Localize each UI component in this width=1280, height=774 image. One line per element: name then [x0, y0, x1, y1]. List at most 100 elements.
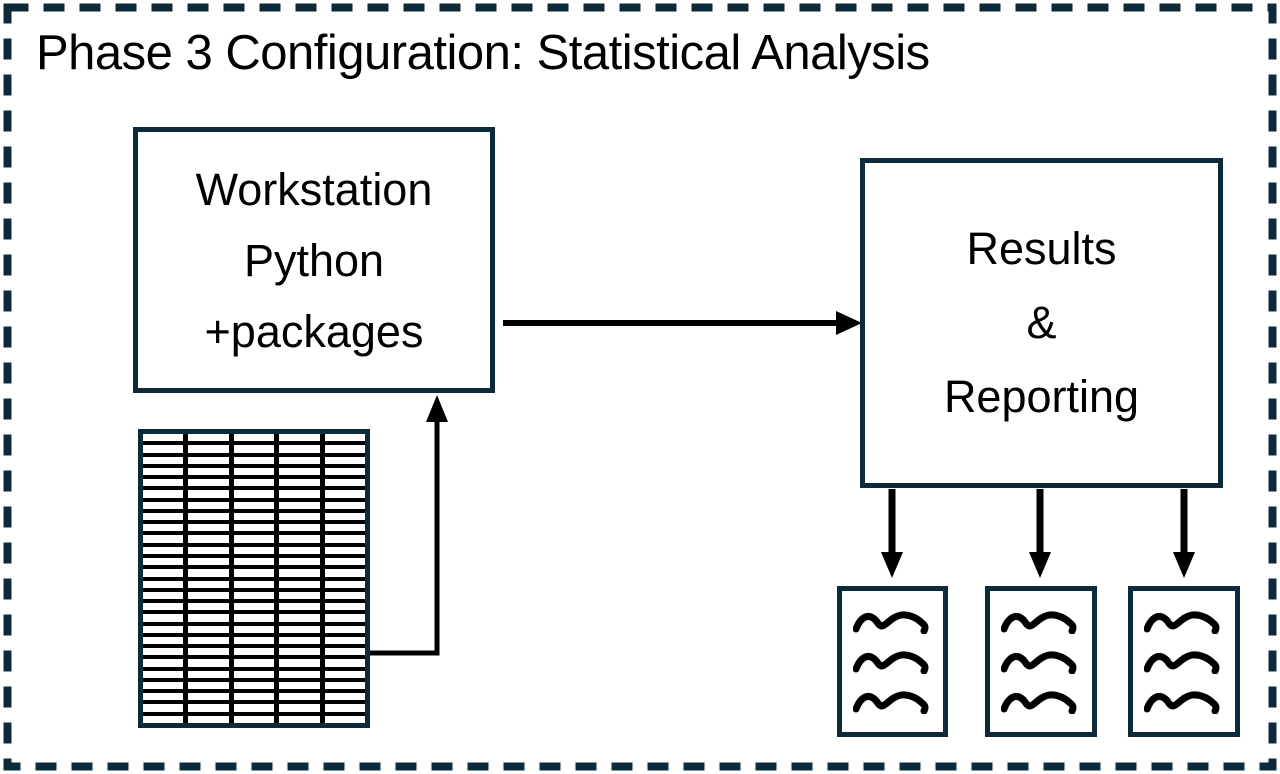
arrow-results-to-document-2	[1029, 489, 1051, 578]
spreadsheet-cell	[324, 535, 365, 543]
spreadsheet-cell	[143, 512, 184, 521]
spreadsheet-cell	[279, 648, 320, 656]
spreadsheet-cell	[279, 625, 320, 633]
spreadsheet-cell	[233, 693, 275, 701]
document-icon-2	[985, 586, 1097, 737]
dashed-boundary	[3, 3, 1277, 771]
spreadsheet-cell	[233, 445, 275, 453]
spreadsheet-cell	[188, 659, 229, 667]
spreadsheet-cell	[324, 625, 365, 633]
spreadsheet-cell	[143, 614, 184, 622]
spreadsheet-cell	[188, 524, 229, 532]
spreadsheet-cell	[143, 648, 184, 656]
spreadsheet-cell	[279, 456, 320, 464]
spreadsheet-cell	[188, 434, 229, 442]
squiggle-line	[1144, 690, 1220, 714]
spreadsheet-cell	[279, 693, 320, 701]
squiggle-line	[852, 650, 929, 674]
spreadsheet-cell	[143, 569, 184, 577]
spreadsheet-cell	[143, 681, 184, 690]
spreadsheet-cell	[143, 557, 184, 566]
spreadsheet-cell	[279, 512, 320, 521]
spreadsheet-cell	[233, 704, 275, 712]
spreadsheet-cell	[233, 512, 275, 521]
spreadsheet-cell	[324, 524, 365, 532]
squiggle-line	[852, 690, 929, 714]
spreadsheet-cell	[324, 467, 365, 476]
arrowhead-down-icon	[881, 552, 903, 578]
document-icon-1	[837, 586, 948, 737]
spreadsheet-cell	[143, 603, 184, 611]
spreadsheet-cell	[324, 479, 365, 487]
spreadsheet-cell	[279, 535, 320, 543]
spreadsheet-cell	[188, 456, 229, 464]
spreadsheet-cell	[233, 524, 275, 532]
spreadsheet-cell	[324, 434, 365, 442]
spreadsheet-cell	[188, 479, 229, 487]
spreadsheet-cell	[233, 591, 275, 600]
arrow-results-to-document-3	[1173, 489, 1195, 578]
spreadsheet-cell	[279, 546, 320, 554]
spreadsheet-cell	[233, 659, 275, 667]
spreadsheet-cell	[324, 557, 365, 566]
spreadsheet-cell	[143, 501, 184, 509]
spreadsheet-cell	[188, 603, 229, 611]
spreadsheet-cell	[188, 636, 229, 645]
spreadsheet-cell	[143, 704, 184, 712]
spreadsheet-cell	[279, 479, 320, 487]
spreadsheet-cell	[279, 636, 320, 645]
squiggle-line	[1001, 650, 1077, 674]
results-node: Results & Reporting	[860, 158, 1223, 488]
spreadsheet-cell	[279, 659, 320, 667]
spreadsheet-cell	[188, 501, 229, 509]
spreadsheet-cell	[188, 704, 229, 712]
spreadsheet-cell	[188, 670, 229, 678]
spreadsheet-cell	[324, 648, 365, 656]
spreadsheet-icon	[138, 429, 370, 728]
squiggle-line	[1001, 610, 1077, 634]
spreadsheet-cell	[188, 445, 229, 453]
workstation-node: Workstation Python +packages	[133, 127, 495, 393]
spreadsheet-cell	[188, 535, 229, 543]
diagram-title: Phase 3 Configuration: Statistical Analy…	[36, 26, 930, 80]
arrowhead-up-icon	[426, 395, 448, 422]
spreadsheet-cell	[143, 456, 184, 464]
spreadsheet-cell	[233, 490, 275, 498]
spreadsheet-cell	[188, 648, 229, 656]
spreadsheet-cell	[143, 524, 184, 532]
spreadsheet-cell	[188, 693, 229, 701]
spreadsheet-cell	[143, 670, 184, 678]
spreadsheet-cell	[279, 434, 320, 442]
spreadsheet-cell	[279, 614, 320, 622]
spreadsheet-cell	[143, 591, 184, 600]
spreadsheet-cell	[233, 681, 275, 690]
spreadsheet-cell	[324, 512, 365, 521]
spreadsheet-cell	[143, 659, 184, 667]
spreadsheet-cell	[188, 546, 229, 554]
spreadsheet-cell	[188, 580, 229, 588]
spreadsheet-cell	[324, 591, 365, 600]
spreadsheet-cell	[233, 614, 275, 622]
spreadsheet-cell	[143, 479, 184, 487]
spreadsheet-cell	[143, 490, 184, 498]
spreadsheet-cell	[143, 467, 184, 476]
spreadsheet-cell	[143, 625, 184, 633]
spreadsheet-cell	[188, 569, 229, 577]
spreadsheet-cell	[324, 681, 365, 690]
spreadsheet-cell	[233, 670, 275, 678]
results-node-label: Results & Reporting	[943, 223, 1140, 422]
spreadsheet-cell	[143, 434, 184, 442]
spreadsheet-cell	[143, 715, 184, 723]
spreadsheet-cell	[233, 648, 275, 656]
spreadsheet-cell	[279, 557, 320, 566]
spreadsheet-cell	[233, 535, 275, 543]
spreadsheet-cell	[324, 670, 365, 678]
squiggle-line	[1001, 690, 1077, 714]
spreadsheet-cell	[143, 546, 184, 554]
squiggle-line	[1144, 610, 1220, 634]
spreadsheet-cell	[188, 557, 229, 566]
spreadsheet-cell	[233, 715, 275, 723]
spreadsheet-cell	[233, 467, 275, 476]
